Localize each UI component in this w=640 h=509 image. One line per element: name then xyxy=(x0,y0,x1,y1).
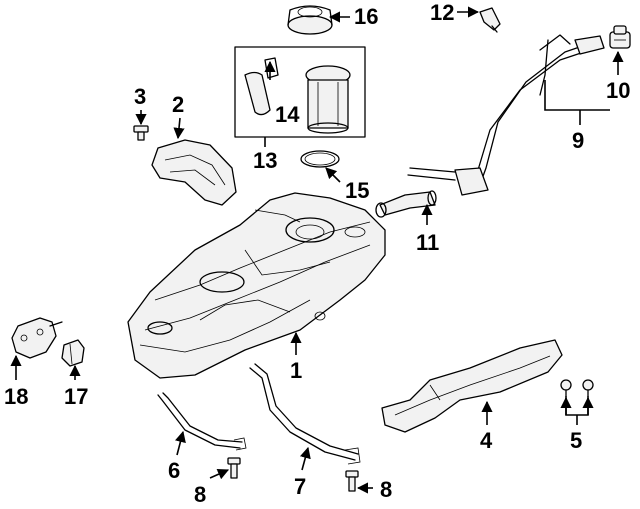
part-4-lower-heat-shield xyxy=(381,339,563,433)
label-10: 10 xyxy=(606,78,630,103)
part-10-fuel-cap xyxy=(609,25,631,49)
label-4: 4 xyxy=(480,428,493,453)
part-5-push-pins xyxy=(560,379,594,397)
label-12: 12 xyxy=(430,0,454,25)
part-3-bolt xyxy=(133,125,149,141)
part-17-clip xyxy=(61,339,85,367)
label-9: 9 xyxy=(572,128,584,153)
label-7: 7 xyxy=(294,474,306,499)
part-13-pump-module-box xyxy=(234,46,366,138)
part-9-filler-pipe xyxy=(407,34,605,196)
part-11-filler-hose xyxy=(375,190,437,218)
leader-lines xyxy=(10,6,624,494)
part-12-vent-valve xyxy=(479,7,501,33)
label-14: 14 xyxy=(275,102,300,127)
label-11: 11 xyxy=(416,230,439,255)
label-15: 15 xyxy=(345,178,369,203)
label-18: 18 xyxy=(4,384,28,409)
part-15-o-ring xyxy=(300,150,340,168)
callout-labels: 16 12 10 9 14 13 15 11 3 2 1 18 17 4 5 6… xyxy=(4,0,630,507)
part-1-fuel-tank xyxy=(127,192,386,379)
label-2: 2 xyxy=(172,92,184,117)
label-8-left: 8 xyxy=(194,482,206,507)
part-2-heat-shield xyxy=(151,139,237,206)
label-1: 1 xyxy=(290,358,302,383)
part-8-bolts xyxy=(227,457,359,492)
part-16-lock-ring xyxy=(287,5,333,35)
part-7-tank-strap xyxy=(249,363,361,465)
label-5: 5 xyxy=(570,428,582,453)
label-16: 16 xyxy=(354,4,378,29)
part-18-bracket xyxy=(11,317,63,359)
label-8-right: 8 xyxy=(380,477,392,502)
label-3: 3 xyxy=(134,84,146,109)
part-6-tank-strap xyxy=(157,392,247,451)
label-13: 13 xyxy=(253,148,277,173)
label-6: 6 xyxy=(168,458,180,483)
label-17: 17 xyxy=(64,384,88,409)
